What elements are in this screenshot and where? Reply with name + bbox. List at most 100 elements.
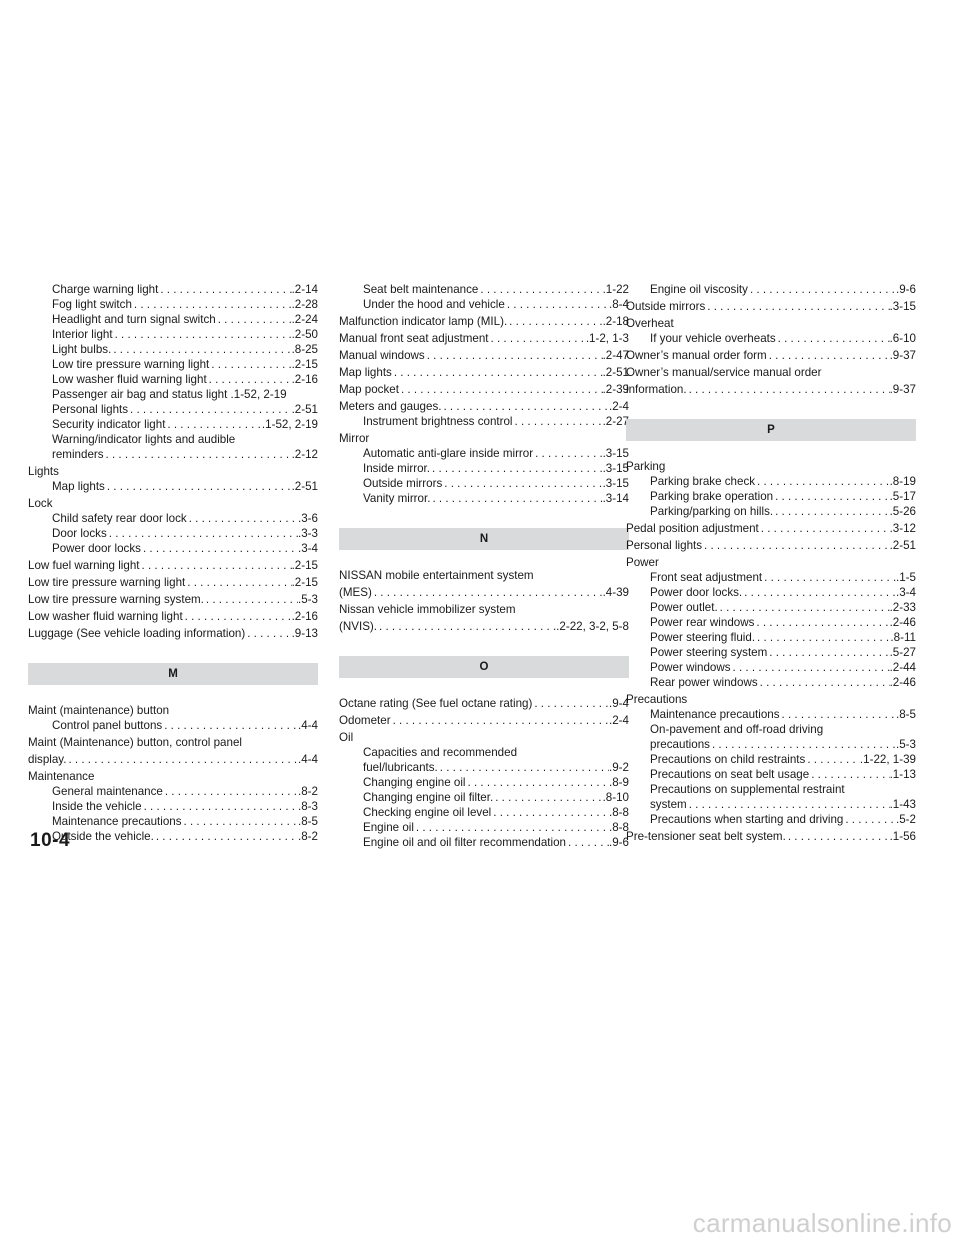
entry-title: Precautions on supplemental restraint (650, 783, 845, 796)
index-entry: Maintenance precautions.8-5 (28, 814, 318, 829)
entry-page-ref: .9-6 (609, 836, 629, 849)
index-entry: system.1-43 (626, 797, 916, 812)
entry-title: Owner’s manual/service manual order (626, 366, 822, 379)
index-entry: Engine oil.8-8 (339, 820, 629, 835)
entry-title: On-pavement and off-road driving (650, 723, 824, 736)
index-entry: Power door locks.3-4 (28, 541, 318, 556)
leader-dots (493, 790, 602, 805)
entry-title: Headlight and turn signal switch (52, 313, 216, 326)
entry-page-ref: .3-14 (602, 492, 629, 505)
entry-page-ref: .1-22, 1-39 (859, 753, 916, 766)
leader-dots (687, 797, 890, 812)
entry-title: Low fuel warning light (28, 559, 140, 572)
leader-dots (111, 342, 291, 357)
entry-title: Nissan vehicle immobilizer system (339, 603, 516, 616)
entry-title: Power steering fluid. (650, 631, 756, 644)
leader-dots (183, 609, 292, 624)
entry-title: Personal lights (626, 539, 703, 552)
entry-page-ref: .5-2 (896, 813, 916, 826)
index-entry: Light bulbs..8-25 (28, 342, 318, 357)
index-heading: NISSAN mobile entertainment system (339, 568, 629, 583)
entry-page-ref: .3-12 (889, 522, 916, 535)
entry-page-ref: .8-2 (298, 785, 318, 798)
entry-page-ref: .2-28 (291, 298, 318, 311)
index-heading: Maint (Maintenance) button, control pane… (28, 735, 318, 750)
entry-page-ref: .6-10 (889, 332, 916, 345)
entry-title: Engine oil (363, 821, 414, 834)
leader-dots (140, 558, 292, 573)
entry-title: Manual windows (339, 349, 425, 362)
entry-title: Changing engine oil (363, 776, 466, 789)
leader-dots (843, 812, 896, 827)
entry-page-ref: .8-11 (890, 631, 916, 644)
leader-dots (805, 752, 860, 767)
index-entry: Outside mirrors .3-15 (339, 476, 629, 491)
entry-page-ref: .3-15 (602, 477, 629, 490)
leader-dots (489, 331, 586, 346)
entry-page-ref: .8-19 (889, 475, 916, 488)
entry-title: reminders (52, 448, 104, 461)
index-entry: Outside the vehicle..8-2 (28, 829, 318, 844)
leader-dots (438, 760, 609, 775)
leader-dots (425, 348, 603, 363)
entry-page-ref: .5-17 (889, 490, 916, 503)
leader-dots (158, 282, 291, 297)
entry-page-ref: .2-14 (291, 283, 318, 296)
entry-page-ref: .1-5 (896, 571, 916, 584)
leader-dots (104, 447, 292, 462)
entry-title: If your vehicle overheats (650, 332, 776, 345)
entry-title: Personal lights (52, 403, 129, 416)
index-heading: Power (626, 555, 916, 570)
entry-title: Owner’s manual order form (626, 349, 767, 362)
entry-page-ref: .1-2, 1-3 (585, 332, 629, 345)
leader-dots (466, 775, 610, 790)
leader-dots (687, 382, 890, 397)
entry-title: Outside mirrors (363, 477, 443, 490)
leader-dots (507, 314, 602, 329)
leader-dots (513, 414, 603, 429)
leader-dots (755, 474, 890, 489)
leader-dots (710, 737, 896, 752)
leader-dots (786, 829, 890, 844)
entry-page-ref: .2-51 (602, 366, 629, 379)
leader-dots (163, 784, 298, 799)
index-entry: Low tire pressure warning light.2-15 (28, 575, 318, 590)
entry-title: Outside mirrors (626, 300, 706, 313)
leader-dots (767, 348, 890, 363)
entry-title: precautions (650, 738, 710, 751)
entry-title: Low tire pressure warning light (52, 358, 210, 371)
index-entry: Maintenance precautions.8-5 (626, 707, 916, 722)
leader-dots (767, 645, 889, 660)
entry-page-ref: .5-3 (896, 738, 916, 751)
leader-dots (430, 491, 602, 506)
index-entry: Malfunction indicator lamp (MIL)..2-18 (339, 314, 629, 329)
entry-title: Power door locks (52, 542, 141, 555)
leader-dots (204, 592, 298, 607)
entry-page-ref: .2-4 (609, 400, 629, 413)
index-entry: Map lights.2-51 (339, 365, 629, 380)
entry-title: Power door locks. (650, 586, 743, 599)
entry-title: NISSAN mobile entertainment system (339, 569, 534, 582)
entry-page-ref: .1-43 (889, 798, 916, 811)
index-entry: Meters and gauges..2-4 (339, 399, 629, 414)
entry-page-ref: .2-39 (602, 383, 629, 396)
entry-title: Instrument brightness control (363, 415, 513, 428)
leader-dots (532, 696, 609, 711)
leader-dots (377, 619, 556, 634)
entry-page-ref: .1-13 (889, 768, 916, 781)
entry-page-ref: .2-16 (291, 373, 318, 386)
entry-page-ref: .1-22 (602, 283, 629, 296)
entry-title: Maintenance precautions (52, 815, 182, 828)
index-entry: Parking/parking on hills..5-26 (626, 504, 916, 519)
entry-page-ref: .3-15 (602, 462, 629, 475)
entry-page-ref: .4-4 (298, 719, 318, 732)
entry-page-ref: .3-15 (602, 447, 629, 460)
leader-dots (754, 615, 889, 630)
entry-title: Lights (28, 465, 59, 478)
leader-dots (187, 511, 298, 526)
entry-title: Power rear windows (650, 616, 755, 629)
entry-title: Seat belt maintenance (363, 283, 479, 296)
leader-dots (399, 382, 603, 397)
index-entry: Personal lights.2-51 (626, 538, 916, 553)
